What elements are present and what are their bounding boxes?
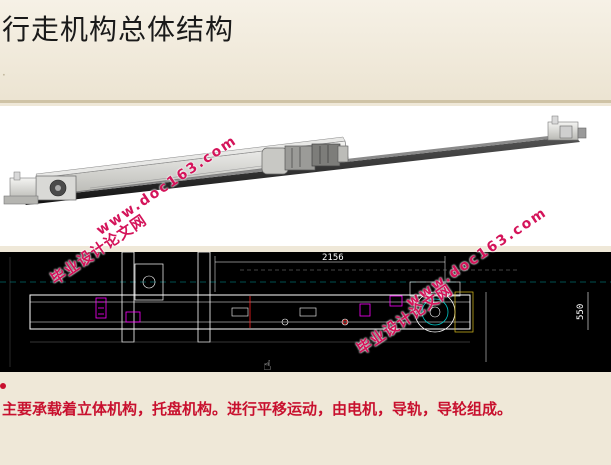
cad-frame-outline [29,294,471,330]
title-rule [0,100,611,103]
cad-drive-wheel [409,281,487,362]
cad-magenta-details [95,295,403,323]
render-3d-drawing [3,115,587,205]
caption-text: 主要承载着立体机构，托盘机构。进行平移运动，由电机，导轨，导轮组成。 [2,400,513,418]
guide-rail [20,136,580,205]
carriage-top [35,136,346,179]
hand-cursor-icon: ☝ [263,358,272,374]
motor [261,143,349,175]
title-band: 行走机构总体结构 · [0,0,611,100]
slide-title: 行走机构总体结构 [2,13,235,46]
render-3d-panel [0,106,611,246]
dimension-label-top: 2156 [322,253,344,263]
cad-drawing: 2156 550 [0,252,611,367]
caption-bullet [0,383,6,389]
cad-red-details [249,296,348,328]
cad-drawing-panel: 2156 550 [0,252,611,372]
left-margin-mark: · [2,68,6,82]
left-end-block [3,171,77,205]
dimension-label-right: 550 [576,304,586,320]
right-end-support [547,115,587,141]
